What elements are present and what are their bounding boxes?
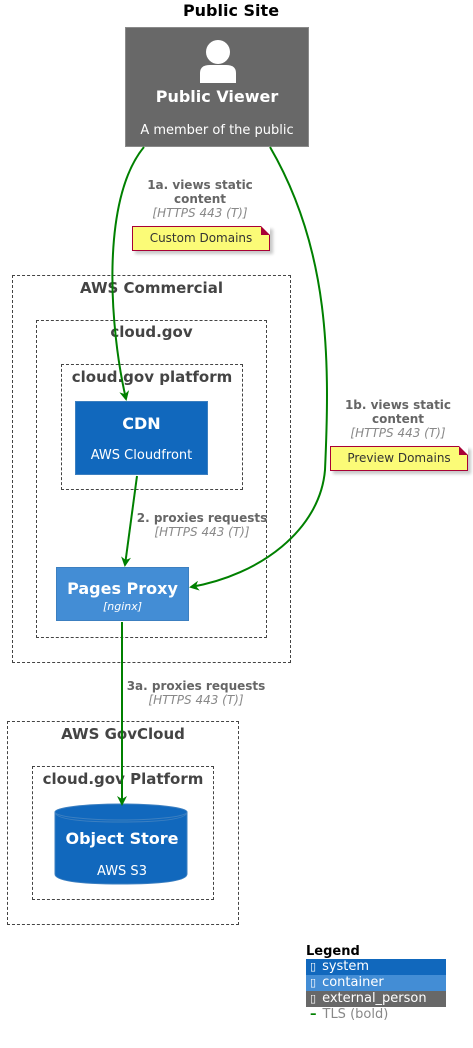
cloudgov-boundary: cloud.gov [36,320,267,638]
rel-1a-line [111,146,145,401]
person-icon [200,40,236,83]
cloudgov-platform-label: cloud.gov platform [71,368,233,386]
cdn-node: CDN AWS Cloudfront [75,401,208,475]
legend-item-tls: –TLS (bold) [310,1007,389,1022]
rel-2-label: 2. proxies requests [HTTPS 443 (T)] [136,511,268,539]
rel-1b-line [189,146,328,591]
rel-1a-label: 1a. views static content [HTTPS 443 (T)] [147,178,253,220]
proxy-name: Pages Proxy [67,579,178,598]
aws-commercial-boundary: AWS Commercial [12,275,291,663]
custom-domains-note: Custom Domains [132,226,270,251]
cloudgov-label: cloud.gov [110,323,193,341]
diagram-title: Public Site [182,1,280,20]
legend-line-icon: – [310,1007,317,1022]
cloudgov-platform-boundary: cloud.gov platform [61,364,243,490]
legend: Legend ▯system ▯container ▯external_pers… [306,944,446,1023]
legend-item-container: ▯container [306,975,446,991]
cdn-description: AWS Cloudfront [90,448,193,463]
legend-swatch-icon: ▯ [310,992,317,1005]
proxy-technology: [nginx] [102,600,143,613]
rel-2-line [121,475,138,567]
legend-item-system: ▯system [306,959,446,975]
rel-3a-label: 3a. proxies requests [HTTPS 443 (T)] [126,679,266,707]
object-store-cylinder [54,803,188,885]
legend-title: Legend [306,944,360,959]
person-description: A member of the public [140,123,294,138]
aws-commercial-label: AWS Commercial [80,279,223,297]
cdn-name: CDN [122,414,161,433]
public-viewer-person: Public Viewer A member of the public [125,27,309,147]
object-store-description: AWS S3 [97,864,147,879]
rel-1b-label: 1b. views static content [HTTPS 443 (T)] [344,398,452,440]
legend-swatch-icon: ▯ [310,960,317,973]
legend-item-external-person: ▯external_person [306,991,446,1007]
person-name: Public Viewer [155,87,279,106]
pages-proxy-node: Pages Proxy [nginx] [56,567,189,621]
object-store-name: Object Store [65,829,179,848]
legend-swatch-icon: ▯ [310,976,317,989]
preview-domains-note: Preview Domains [330,446,468,471]
